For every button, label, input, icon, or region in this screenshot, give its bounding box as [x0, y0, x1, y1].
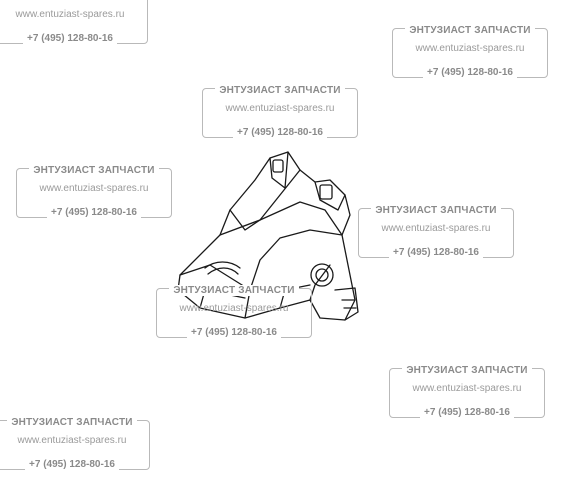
watermark-block: ЭНТУЗИАСТ ЗАПЧАСТИ www.entuziast-spares.… [392, 20, 548, 78]
watermark-title: ЭНТУЗИАСТ ЗАПЧАСТИ [7, 417, 137, 428]
watermark-block: ЭНТУЗИАСТ ЗАПЧАСТИ www.entuziast-spares.… [389, 360, 545, 418]
watermark-title: ЭНТУЗИАСТ ЗАПЧАСТИ [29, 165, 159, 176]
watermark-block: ЭНТУЗИАСТ ЗАПЧАСТИ www.entuziast-spares.… [156, 280, 312, 338]
watermark-url: www.entuziast-spares.ru [415, 43, 525, 54]
watermark-phone: +7 (495) 128-80-16 [23, 33, 117, 44]
watermark-phone: +7 (495) 128-80-16 [389, 247, 483, 258]
watermark-title: ЭНТУЗИАСТ ЗАПЧАСТИ [169, 285, 299, 296]
watermark-phone: +7 (495) 128-80-16 [423, 67, 517, 78]
watermark-url: www.entuziast-spares.ru [412, 383, 522, 394]
watermark-block: www.entuziast-spares.ru +7 (495) 128-80-… [0, 0, 148, 44]
watermark-url: www.entuziast-spares.ru [179, 303, 289, 314]
watermark-url: www.entuziast-spares.ru [39, 183, 149, 194]
watermark-phone: +7 (495) 128-80-16 [420, 407, 514, 418]
watermark-phone: +7 (495) 128-80-16 [187, 327, 281, 338]
watermark-title: ЭНТУЗИАСТ ЗАПЧАСТИ [405, 25, 535, 36]
watermark-block: ЭНТУЗИАСТ ЗАПЧАСТИ www.entuziast-spares.… [358, 200, 514, 258]
watermark-title: ЭНТУЗИАСТ ЗАПЧАСТИ [402, 365, 532, 376]
watermark-url: www.entuziast-spares.ru [225, 103, 335, 114]
watermark-url: www.entuziast-spares.ru [381, 223, 491, 234]
watermark-phone: +7 (495) 128-80-16 [233, 127, 327, 138]
watermark-block: ЭНТУЗИАСТ ЗАПЧАСТИ www.entuziast-spares.… [16, 160, 172, 218]
watermark-phone: +7 (495) 128-80-16 [25, 459, 119, 470]
watermark-phone: +7 (495) 128-80-16 [47, 207, 141, 218]
watermark-url: www.entuziast-spares.ru [15, 9, 125, 20]
watermark-title: ЭНТУЗИАСТ ЗАПЧАСТИ [371, 205, 501, 216]
watermark-url: www.entuziast-spares.ru [17, 435, 127, 446]
watermark-block: ЭНТУЗИАСТ ЗАПЧАСТИ www.entuziast-spares.… [202, 80, 358, 138]
watermark-block: ЭНТУЗИАСТ ЗАПЧАСТИ www.entuziast-spares.… [0, 412, 150, 470]
watermark-title: ЭНТУЗИАСТ ЗАПЧАСТИ [215, 85, 345, 96]
